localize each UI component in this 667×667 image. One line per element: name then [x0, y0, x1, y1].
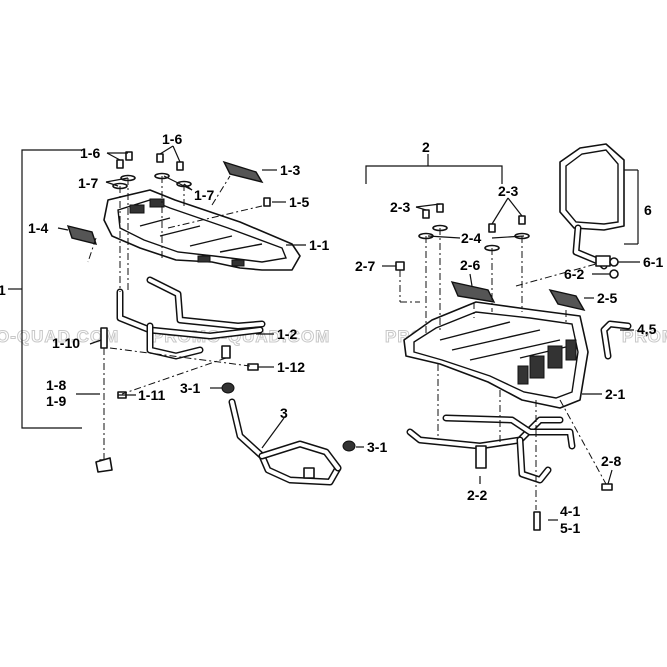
- callout-1-7-right: 1-7: [194, 187, 214, 203]
- rear-pad-right: [548, 288, 586, 312]
- bumper: [221, 382, 356, 486]
- callout-1-7-left: 1-7: [78, 175, 98, 191]
- backrest: [559, 143, 625, 279]
- leader-lines: [57, 145, 640, 521]
- callout-1-2: 1-2: [277, 326, 297, 342]
- callout-4-5: 4,5: [637, 321, 657, 337]
- watermark-text-left: O-QUAD.COM: [0, 327, 119, 346]
- callout-2-3-left: 2-3: [390, 199, 410, 215]
- callout-3-1-lower: 3-1: [367, 439, 387, 455]
- callout-5-1: 5-1: [560, 520, 580, 536]
- callout-labels: 1 1-6 1-6 1-7 1-7 1-3 1-5 1-4 1-1 1-2 1-…: [0, 131, 663, 536]
- callout-2: 2: [422, 139, 430, 155]
- callout-6-1: 6-1: [643, 254, 663, 270]
- callout-1-8: 1-8: [46, 377, 66, 393]
- callout-2-5: 2-5: [597, 290, 617, 306]
- rear-rack: [403, 301, 589, 409]
- callout-2-1: 2-1: [605, 386, 625, 402]
- rear-dash-guides: [399, 228, 607, 510]
- callout-2-8: 2-8: [601, 453, 621, 469]
- callout-1: 1: [0, 282, 6, 298]
- front-frame: [116, 276, 266, 360]
- front-rack: [103, 189, 301, 271]
- rear-frame: [406, 414, 576, 484]
- callout-6: 6: [644, 202, 652, 218]
- group-2-bracket: [365, 154, 503, 184]
- footrest-pad-left: [66, 225, 98, 245]
- front-dash-guides: [87, 175, 263, 460]
- rear-pad-center: [450, 281, 496, 303]
- watermark-text-far-right: PROMO: [622, 327, 667, 346]
- callout-6-2: 6-2: [564, 266, 584, 282]
- callout-2-2: 2-2: [467, 487, 487, 503]
- callout-1-11: 1-11: [138, 387, 165, 403]
- callout-2-3-right: 2-3: [498, 183, 518, 199]
- callout-1-9: 1-9: [46, 393, 66, 409]
- callout-1-3: 1-3: [280, 162, 300, 178]
- callout-2-6: 2-6: [460, 257, 480, 273]
- grab-handle: [600, 320, 632, 360]
- callout-1-4: 1-4: [28, 220, 48, 236]
- footrest-pad-right: [222, 160, 264, 184]
- callout-1-12: 1-12: [277, 359, 305, 375]
- callout-1-6-left: 1-6: [80, 145, 100, 161]
- callout-2-4: 2-4: [461, 230, 481, 246]
- callout-1-6-right: 1-6: [162, 131, 182, 147]
- callout-1-10: 1-10: [52, 335, 80, 351]
- callout-2-7: 2-7: [355, 258, 375, 274]
- callout-3-1-upper: 3-1: [180, 380, 200, 396]
- callout-1-5: 1-5: [289, 194, 309, 210]
- callout-1-1: 1-1: [309, 237, 329, 253]
- group-1-bracket: [8, 149, 82, 429]
- callout-3: 3: [280, 405, 288, 421]
- front-hardware: [95, 151, 271, 473]
- callout-4-1: 4-1: [560, 503, 580, 519]
